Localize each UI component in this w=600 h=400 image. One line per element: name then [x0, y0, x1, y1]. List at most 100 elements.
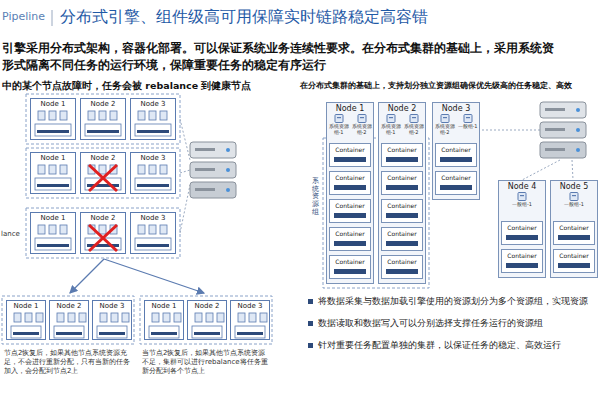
title-separator	[52, 10, 53, 26]
task-icon	[38, 225, 45, 234]
container-icon	[192, 326, 222, 338]
container-box: Container	[501, 249, 543, 273]
group-icon-body	[358, 115, 366, 123]
node-content-icons	[93, 312, 131, 339]
cluster-node: Node 1系统资源组-1系统资源组-2ContainerContainerCo…	[326, 102, 374, 284]
group-label: 一般组-1	[500, 202, 544, 208]
node-label: Node 2	[188, 302, 226, 310]
task-icon	[149, 225, 156, 234]
node-content-icons	[145, 312, 183, 339]
node-label: Node 2	[81, 100, 125, 108]
resource-group-row: 系统资源组-1系统资源组-2	[327, 114, 373, 136]
task-icon	[110, 111, 117, 120]
container-bar	[99, 332, 125, 335]
resource-group: 系统资源组-1	[327, 114, 350, 136]
group-icon-body	[570, 193, 578, 201]
node-content-icons	[81, 224, 125, 253]
group-icon-line	[443, 117, 447, 118]
container-bar	[151, 332, 177, 335]
container-box: Container	[329, 199, 371, 223]
node-label: Container	[330, 146, 370, 153]
container-bar	[137, 244, 169, 247]
caption-note: 节点2恢复后，如果其他节点系统资源充足，不会进行重新分配，只有当新的任务加入，会…	[4, 349, 134, 376]
task-icon	[57, 313, 64, 322]
container-box: Container	[381, 143, 423, 167]
resource-group-row: 系统资源组-2一般组-1	[433, 114, 479, 136]
group-icon-line	[412, 117, 416, 118]
container-box: Container	[329, 255, 371, 279]
task-icon	[206, 313, 213, 322]
container-box: Container	[329, 171, 371, 195]
group-icon-body	[441, 115, 449, 123]
task-icon	[49, 225, 56, 234]
group-outlines	[2, 94, 429, 344]
panel-heading: 在分布式集群的基础上，支持划分独立资源组确保优先级高的任务稳定、高效	[300, 80, 572, 91]
group-label: 系统资源组-2	[434, 124, 455, 136]
container-icon	[85, 124, 121, 136]
resource-group: 系统资源组-1	[379, 114, 402, 136]
node-label: Container	[382, 174, 422, 181]
node-box: Node 3	[130, 212, 176, 254]
node-box: Node 1	[30, 212, 76, 254]
task-icon	[138, 225, 145, 234]
server-icon	[190, 142, 236, 198]
container-icon	[35, 238, 71, 250]
node-box: Node 1	[144, 300, 184, 340]
node-box: Node 2	[49, 300, 89, 340]
rebalance-arrows	[70, 259, 204, 293]
caption-note: 当节点2恢复后，如果其他节点系统资源不足，集群可以进行rebalance将任务重…	[142, 349, 272, 376]
bullet-point: 数据读取和数据写入可以分别选择支撑任务运行的资源组	[318, 318, 596, 329]
slide-title: 分布式引擎、组件级高可用保障实时链路稳定高容错	[60, 7, 428, 28]
node-content-icons	[131, 224, 175, 253]
node-label: Container	[330, 174, 370, 181]
group-icon	[463, 114, 473, 123]
failure-mark	[89, 225, 117, 251]
node-label: Node 4	[499, 182, 545, 191]
resource-group-row: 系统资源组-1系统资源组-2	[379, 114, 425, 136]
container-box: Container	[381, 227, 423, 251]
group-label: 系统资源组-2	[351, 124, 372, 136]
node-label: Container	[382, 258, 422, 265]
node-label: Node 3	[131, 154, 175, 162]
task-icon	[195, 313, 202, 322]
container-bar	[56, 332, 82, 335]
container-icon	[35, 178, 71, 190]
group-icon-body	[464, 115, 472, 123]
intro-text: 引擎采用分布式架构，容器化部署。可以保证系统业务连续性要求。在分布式集群的基础上…	[2, 40, 554, 56]
task-icon	[138, 165, 145, 174]
container-box: Container	[553, 249, 595, 273]
cluster-node: Node 2系统资源组-1系统资源组-2ContainerContainerCo…	[378, 102, 426, 284]
node-label: Container	[502, 224, 542, 231]
cluster-node: Node 5一般组-1ContainerContainer	[550, 180, 598, 278]
container-bar	[13, 332, 39, 335]
task-icon	[160, 111, 167, 120]
node-label: Node 2	[379, 104, 425, 113]
container-bar	[237, 332, 263, 335]
resource-group: 系统资源组-2	[402, 114, 425, 136]
task-icon	[99, 165, 106, 174]
group-icon-line	[337, 117, 341, 118]
container-icon	[135, 124, 171, 136]
node-label: Node 1	[7, 302, 45, 310]
container-bar	[137, 184, 169, 187]
task-icon	[122, 313, 129, 322]
container-bar	[37, 184, 69, 187]
group-icon-line	[520, 195, 524, 196]
node-box: Node 1	[30, 152, 76, 194]
task-icon	[60, 225, 67, 234]
task-icon	[25, 313, 32, 322]
task-icon	[217, 313, 224, 322]
node-label: Node 1	[327, 104, 373, 113]
group-icon	[386, 114, 396, 123]
task-icon	[49, 111, 56, 120]
node-label: Node 2	[50, 302, 88, 310]
group-icon	[357, 114, 367, 123]
resource-group: 一般组-1	[456, 114, 479, 136]
group-label: 一般组-1	[552, 202, 596, 208]
container-bar	[87, 130, 119, 133]
node-label: Node 2	[81, 214, 125, 222]
node-label: Node 3	[131, 214, 175, 222]
container-icon	[97, 326, 127, 338]
node-box: Node 2	[80, 212, 126, 254]
container-bar	[37, 130, 69, 133]
